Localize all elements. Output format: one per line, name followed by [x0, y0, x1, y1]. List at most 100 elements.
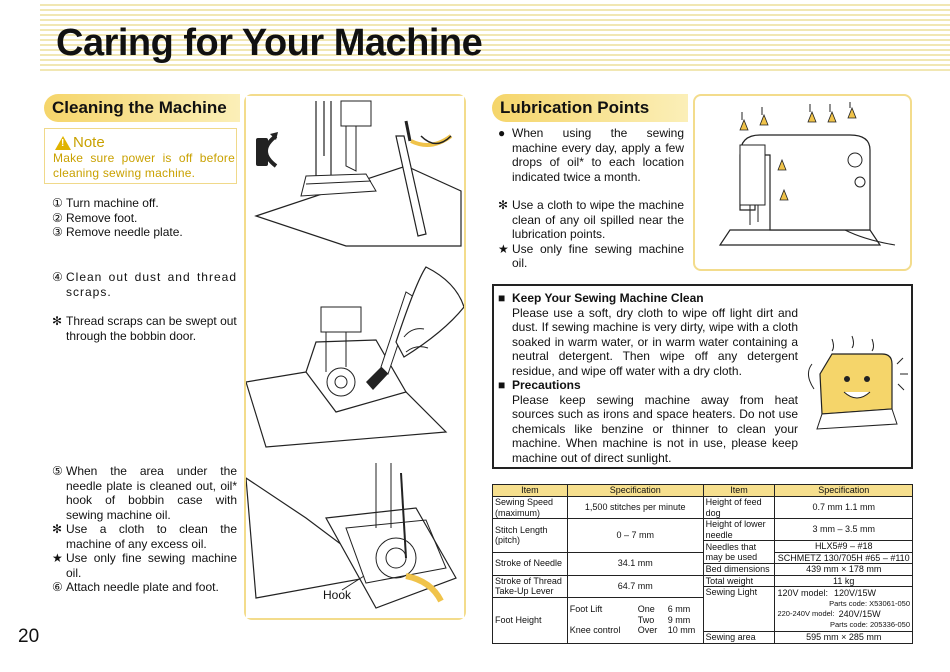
spec-value: 1,500 stitches per minute	[566, 496, 704, 519]
mascot-illustration	[808, 335, 908, 430]
care-text: ■ Keep Your Sewing Machine Clean Please u…	[498, 291, 798, 465]
level-value: 6 mm	[667, 604, 691, 615]
lubrication-text: ● When using the sewing machine every day…	[498, 126, 684, 271]
page-title: Caring for Your Machine	[56, 22, 483, 64]
spec-item: Bed dimensions	[702, 563, 776, 576]
spec-value: 3 mm – 3.5 mm	[774, 518, 913, 541]
keep-clean-heading: Keep Your Sewing Machine Clean	[512, 291, 704, 305]
step-marker: ⑤	[52, 464, 63, 478]
spec-item: Height of lower needle	[702, 518, 776, 541]
spec-table: Item Specification Item Specification Se…	[492, 484, 913, 644]
step-marker: ①	[52, 196, 63, 210]
brush-cleaning-illustration	[246, 262, 464, 452]
step-text: Turn machine off.	[66, 196, 159, 210]
table-row: Bed dimensions 439 mm × 178 mm	[493, 563, 913, 576]
step-text: Remove foot.	[66, 210, 138, 225]
model-value: 240V/15W	[838, 609, 881, 619]
page-number: 20	[18, 626, 40, 647]
step-marker: ③	[52, 225, 63, 239]
tip-marker: ✻	[52, 522, 63, 536]
level-value: 10 mm	[667, 625, 696, 636]
spec-value: 439 mm × 178 mm	[774, 563, 913, 576]
tip-text: Thread scraps can be swept out through t…	[66, 314, 237, 343]
lubrication-header-label: Lubrication Points	[500, 98, 650, 117]
parts-code: Parts code: 205336-050	[829, 619, 910, 629]
sewing-machine-illustration	[718, 102, 896, 246]
spec-item: Sewing Light	[702, 586, 776, 632]
col-header: Specification	[566, 484, 704, 497]
keep-clean-text: Please use a soft, dry cloth to wipe off…	[512, 305, 798, 378]
model-label: 220-240V model:	[777, 609, 835, 618]
spec-item: Stitch Length (pitch)	[492, 518, 568, 553]
keep-clean-title: ■ Keep Your Sewing Machine Clean	[498, 291, 798, 306]
table-row: Sewing Speed (maximum) 1,500 stitches pe…	[492, 496, 913, 519]
table-row: Sewing area 595 mm × 285 mm	[493, 631, 913, 644]
tip-marker: ★	[52, 551, 63, 565]
spec-item: Needles that may be used	[702, 540, 776, 564]
lube-text: When using the sewing machine every day,…	[512, 126, 684, 184]
spec-header-row: Item Specification Item Specification	[492, 484, 913, 497]
precautions-text: Please keep sewing machine away from hea…	[512, 392, 798, 465]
step-marker: ⑥	[52, 580, 63, 594]
remove-foot-illustration	[246, 96, 464, 256]
spec-item: Stroke of Thread Take-Up Lever	[492, 574, 568, 598]
square-bullet-icon: ■	[498, 378, 506, 392]
note-title-text: Note	[73, 134, 105, 151]
spec-value: SCHMETZ 130/705H #65 – #110	[774, 551, 913, 564]
lube-marker: ★	[498, 241, 509, 256]
cleaning-header: Cleaning the Machine	[44, 94, 240, 122]
note-title: Note	[55, 134, 105, 151]
table-row: Stitch Length (pitch) 0 – 7 mm	[492, 518, 913, 553]
sewing-light-spec: 120V model:120V/15W Parts code: X53061-0…	[774, 586, 913, 632]
spec-item: Sewing Speed (maximum)	[492, 496, 568, 519]
table-row: Needles that may be used HLX5#9 – #18	[493, 540, 913, 564]
precautions-heading: Precautions	[512, 378, 581, 392]
spec-item: Stroke of Needle	[492, 551, 568, 576]
col-header: Specification	[774, 484, 913, 497]
lube-marker: ✻	[498, 198, 509, 212]
oil-hook-illustration	[246, 458, 464, 618]
tip-marker: ✻	[52, 314, 63, 328]
col-header: Item	[702, 484, 776, 497]
spec-value: 64.7 mm	[566, 574, 704, 598]
lube-item-3: ★Use only fine sewing machine oil.	[498, 242, 684, 271]
table-row: Stroke of Needle 34.1 mm SCHMETZ 130/705…	[492, 551, 913, 576]
header-stripes	[40, 4, 950, 74]
model-label: 120V model:	[777, 588, 828, 598]
spec-value: 595 mm × 285 mm	[774, 631, 913, 644]
step-marker: ④	[52, 270, 63, 284]
knee-control-label: Knee control	[569, 625, 621, 636]
warning-icon	[55, 135, 71, 150]
spec-value: 0 – 7 mm	[566, 518, 704, 553]
col-header: Item	[492, 484, 568, 497]
note-text: Make sure power is off before cleaning s…	[53, 151, 235, 180]
tip-text: Use a cloth to clean the machine of any …	[66, 522, 237, 551]
step-text: Clean out dust and thread scraps.	[66, 270, 237, 299]
square-bullet-icon: ■	[498, 291, 506, 305]
step-text: Attach needle plate and foot.	[66, 580, 219, 594]
level-label: Over	[637, 625, 658, 636]
lube-marker: ●	[498, 126, 506, 140]
spec-value: 0.7 mm 1.1 mm	[774, 496, 913, 519]
step-text: When the area under the needle plate is …	[66, 464, 237, 522]
lube-item-1: ● When using the sewing machine every day…	[498, 126, 684, 184]
foot-lift-label: Foot Lift	[569, 604, 603, 615]
spec-value: HLX5#9 – #18	[774, 540, 913, 553]
lube-text: Use a cloth to wipe the machine clean of…	[512, 198, 684, 241]
model-value: 120V/15W	[833, 588, 877, 598]
spec-value: 34.1 mm	[566, 551, 704, 576]
hook-label: Hook	[323, 588, 352, 602]
cleaning-header-label: Cleaning the Machine	[52, 98, 227, 117]
level-value: 9 mm	[667, 614, 691, 625]
care-box: ■ Keep Your Sewing Machine Clean Please u…	[492, 284, 913, 469]
lube-item-2: ✻Use a cloth to wipe the machine clean o…	[498, 198, 684, 242]
lubrication-header: Lubrication Points	[492, 94, 688, 122]
